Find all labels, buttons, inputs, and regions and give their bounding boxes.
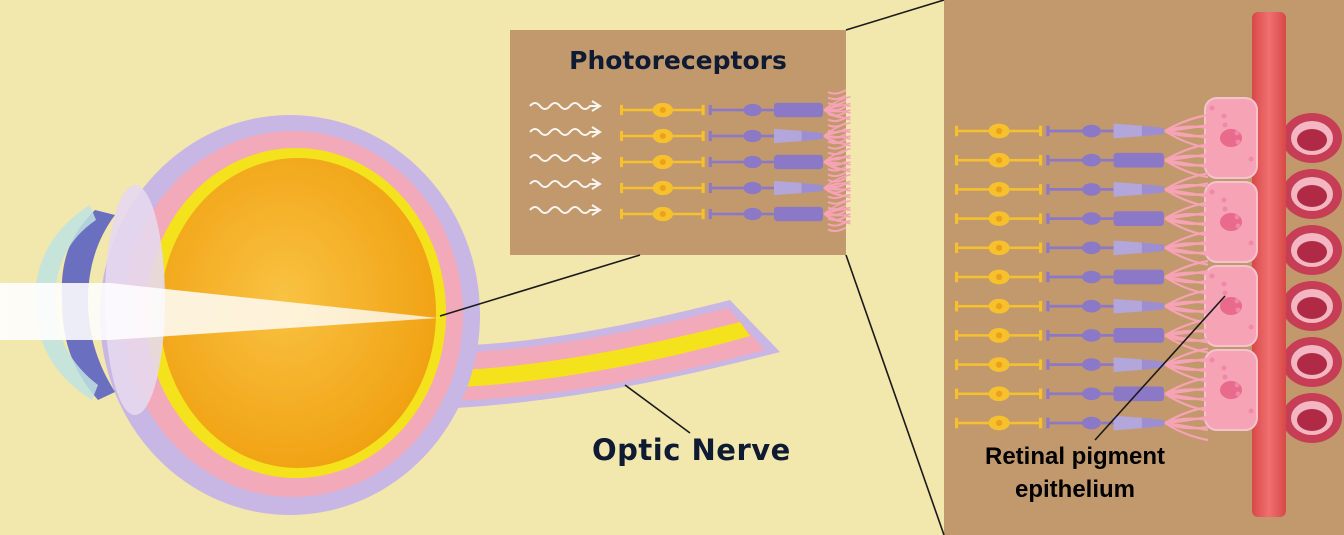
rpe-leader-line [1094, 295, 1226, 441]
bruchs-membrane [1252, 12, 1286, 517]
iris [61, 210, 115, 400]
incoming-light-waves [529, 100, 602, 216]
light-wave-arrow [529, 178, 602, 190]
rpe-cell [1204, 265, 1258, 347]
light-beam [0, 283, 438, 340]
photoreceptor-cell [620, 199, 851, 225]
blood-vessel [1282, 225, 1342, 275]
photoreceptors-label: Photoreceptors [569, 46, 787, 75]
rpe-cells [1204, 97, 1258, 431]
rpe-microvilli [1164, 143, 1209, 179]
rpe-microvilli [1164, 347, 1209, 383]
photoreceptor-cell [955, 298, 1164, 314]
eye-cross-section [0, 115, 780, 515]
inset-rpe-fringe [827, 89, 847, 233]
optic-nerve-leader-line [624, 384, 691, 434]
blood-vessel [1282, 393, 1342, 443]
rpe-microvilli [1164, 201, 1209, 237]
light-wave-arrow [529, 126, 602, 138]
rpe-microvilli [1164, 289, 1209, 325]
photoreceptor-cell [955, 152, 1164, 168]
rpe-microvilli [1164, 376, 1209, 412]
blood-vessel [1282, 281, 1342, 331]
photoreceptor-cell [620, 147, 851, 173]
choroid-blood-vessels [1282, 113, 1342, 443]
light-wave-arrow [529, 204, 602, 216]
inset-to-detail-bottom-line [845, 254, 945, 535]
photoreceptor-cell [620, 121, 851, 147]
photoreceptor-cell [955, 386, 1164, 402]
rpe-cell [1204, 349, 1258, 431]
detail-photoreceptor-cells [955, 113, 1209, 442]
retinal-pigment-epithelium-label: Retinal pigment epithelium [950, 440, 1200, 506]
rpe-cell [1204, 97, 1258, 179]
rpe-microvilli [1164, 230, 1209, 266]
leader-lines [439, 0, 1226, 535]
photoreceptor-cell [955, 182, 1164, 197]
retina-to-inset-line [439, 254, 641, 317]
photoreceptor-cell [620, 95, 851, 121]
photoreceptor-cell [620, 173, 851, 199]
blood-vessel [1282, 113, 1342, 163]
rpe-microvilli [1164, 405, 1209, 442]
photoreceptor-cell [955, 415, 1164, 431]
optic-nerve [400, 300, 780, 410]
photoreceptor-cell [955, 211, 1164, 226]
cornea [35, 205, 98, 400]
optic-nerve-label: Optic Nerve [592, 433, 791, 467]
rpe-label-line-1: Retinal pigment [984, 443, 1165, 470]
rpe-microvilli [1164, 172, 1209, 208]
light-wave-arrow [529, 152, 602, 164]
inset-to-detail-top-line [845, 0, 945, 31]
light-wave-arrow [529, 100, 602, 112]
rpe-microvilli [1164, 113, 1209, 150]
photoreceptor-cell [955, 240, 1164, 256]
blood-vessel [1282, 337, 1342, 387]
photoreceptor-cell [955, 269, 1164, 285]
photoreceptor-cell [955, 328, 1164, 343]
photoreceptor-cell [955, 123, 1164, 139]
rpe-microvilli [1164, 259, 1209, 296]
rpe-cell [1204, 181, 1258, 263]
rpe-label-line-2: epithelium [1014, 476, 1135, 503]
photoreceptor-cell [955, 357, 1164, 372]
blood-vessel [1282, 169, 1342, 219]
inset-photoreceptor-cells [620, 89, 851, 233]
